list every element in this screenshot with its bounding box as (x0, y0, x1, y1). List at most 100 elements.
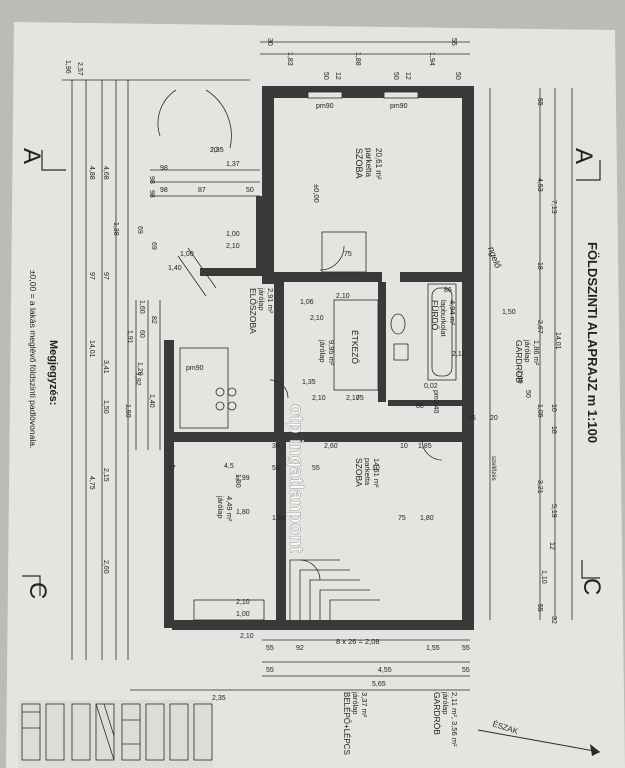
watermark: otp ingatlanpont (285, 404, 306, 553)
dimension-value: 10 (372, 465, 380, 472)
section-markers (22, 150, 601, 756)
dimension-value: 50 (322, 72, 329, 80)
dimension-value: 87 (198, 187, 206, 194)
room-label-eloszoba: ELŐSZOBA járólap 2,91 m² (248, 287, 275, 334)
room-area: 20,61 m² (374, 148, 383, 180)
dimension-value: 55 (536, 98, 543, 106)
room-area: 2,11 m², 3,56 m² (450, 692, 459, 747)
room-name: BELÉPŐ+LÉPCS (342, 692, 351, 755)
room-floor: járólap (318, 339, 327, 363)
szellozo-label: szellőzés (490, 456, 496, 481)
dimension-value: 4,75 (88, 476, 95, 490)
window-label-2: pm90 (390, 103, 408, 110)
dimension-value: 1,55 (426, 645, 440, 652)
dimension-value: 1,94 (428, 52, 435, 66)
dimension-value: 14,01 (88, 340, 95, 358)
dimension-value: 1,00 (180, 251, 194, 258)
dimension-value: 32 (550, 616, 557, 624)
dimension-value: 98 (160, 187, 168, 194)
dimension-value: 2,10 (240, 633, 254, 640)
dimension-value: 55 (272, 465, 280, 472)
dimension-value: 1,83 (286, 52, 293, 66)
dimension-value: 2,67 (536, 320, 543, 334)
dimension-value: 4,5 (224, 463, 234, 470)
dimension-value: 1,35 (302, 379, 316, 386)
dimension-value: 1,80 (420, 515, 434, 522)
dimension-value: 2,10 (226, 243, 240, 250)
room-area: 14,61 m² (372, 458, 381, 488)
pm-label: pm2,40 (432, 390, 439, 413)
dimension-value: 0,02 (424, 383, 438, 390)
room-label-etkezo: ÉTKEZŐ (350, 330, 360, 364)
section-label-c-right: C (578, 578, 605, 595)
dimension-value: 69 (136, 226, 143, 234)
hatch-legend-area (18, 700, 213, 768)
dimension-value: 1,99 (236, 475, 250, 482)
room-name: SZOBA (354, 148, 364, 179)
dimension-value: 88 (416, 403, 424, 410)
room-label-gardrob2: GARDRÓB járólap 2,11 m², 3,56 m² (432, 691, 459, 747)
note-heading: Megjegyzés: (47, 340, 59, 405)
dimension-value: 5,19 (550, 504, 557, 518)
dimension-value: 55 (266, 667, 274, 674)
dimension-value: 1,10 (540, 570, 547, 584)
section-label-a-left: A (18, 148, 45, 164)
dimension-value: 82 (150, 316, 157, 324)
dimension-value: 36 (272, 443, 280, 450)
dimension-value: 2,57 (76, 62, 83, 76)
room-area: 4,94 m² (448, 300, 457, 326)
dimension-value: 1,38 (112, 222, 119, 236)
dimension-value: 1,88 (354, 52, 361, 66)
dimension-value: 1,85 (418, 443, 432, 450)
dimension-value: 4,68 (102, 166, 109, 180)
dimension-value: 69 (150, 242, 157, 250)
room-floor: járólap (523, 339, 532, 363)
room-floor: parketta (363, 458, 372, 486)
dimension-value: 1,37 (226, 161, 240, 168)
room-name: ELŐSZOBA (248, 288, 258, 334)
room-floor: járólap (351, 691, 360, 715)
dimension-value: 2,35 (210, 147, 224, 154)
right-dimensions: 554,537,13182,6714,01101,05183,215,19121… (516, 98, 561, 624)
dimension-value: 20 (210, 147, 218, 154)
dimension-value: 18 (550, 426, 557, 434)
dimension-value: 2,10 (310, 315, 324, 322)
dimension-value: 18 (536, 262, 543, 270)
room-floor: járólap (216, 495, 225, 519)
dimension-value: 2,60 (324, 443, 338, 450)
room-name: GARDRÓB (514, 340, 524, 383)
dimension-value: 1,69 (516, 370, 523, 384)
dimension-value: 1,40 (168, 265, 182, 272)
dimension-value: 1,00 (226, 231, 240, 238)
dimension-value: 1,96 (64, 60, 71, 74)
dimension-value: 10 (550, 404, 557, 412)
dimension-value: 1,00 (236, 611, 250, 618)
dimension-value: 30 (266, 38, 273, 46)
section-label-c-left: C (24, 582, 51, 599)
dimension-value: 4,88 (88, 166, 95, 180)
walls (164, 86, 474, 630)
dimension-value: 55 (450, 38, 457, 46)
dimension-value: 1,91 (126, 330, 133, 344)
dimension-value: 2,10 (336, 293, 350, 300)
dimension-value: 75 (398, 515, 406, 522)
stairs-label: 8 x 26 = 2,08 (336, 637, 380, 646)
dimension-value: 98 (148, 190, 155, 198)
dimension-value: 2,15 (102, 468, 109, 482)
room-floor: lapburkolat (439, 300, 448, 338)
dimension-value: 1,60 (138, 300, 145, 314)
dimension-value: 12 (334, 72, 341, 80)
room-label-etkezo-detail: járólap 9,95 m² (318, 339, 336, 366)
dimension-value: 1,06 (272, 515, 286, 522)
dimension-value: 50 (392, 72, 399, 80)
room-label-konyha: járólap 4,49 m² (216, 495, 234, 522)
dimension-value: 1,50 (102, 400, 109, 414)
dimension-value: 14,01 (554, 332, 561, 350)
dimension-value: 7,13 (550, 200, 557, 214)
dimension-value: 5,65 (372, 681, 386, 688)
dimension-value: 55 (462, 645, 470, 652)
room-floor: járólap (257, 287, 266, 311)
dimension-value: 2,10 (312, 395, 326, 402)
